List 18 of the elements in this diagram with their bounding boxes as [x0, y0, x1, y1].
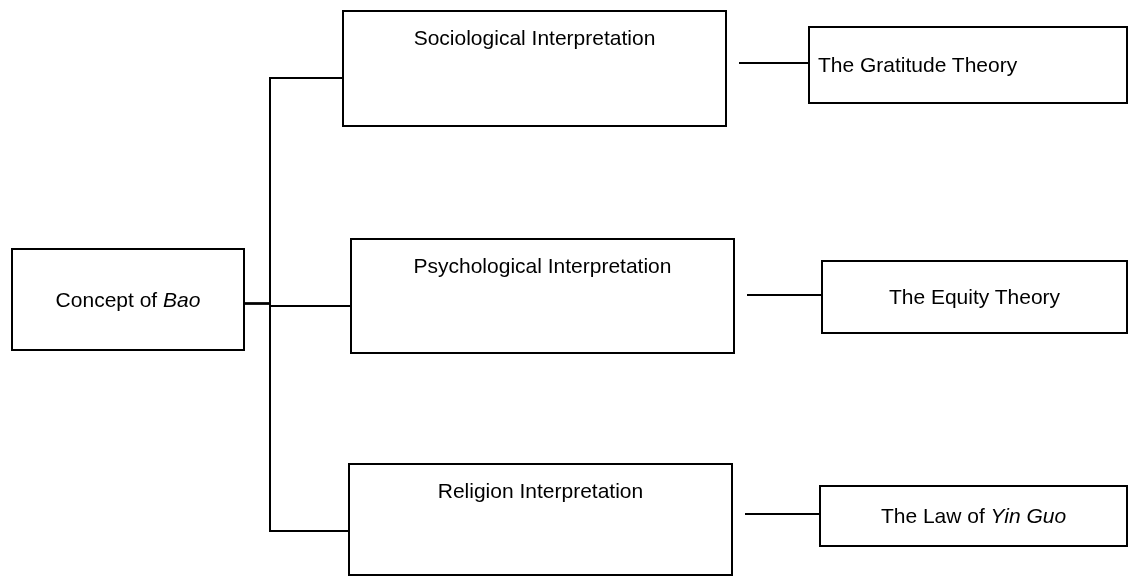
box-label: The Equity Theory	[888, 284, 1061, 311]
box-label: Sociological Interpretation	[413, 25, 656, 51]
concept-box	[11, 248, 245, 351]
concept-box	[342, 10, 727, 127]
concept-box	[821, 260, 1128, 334]
connector-line	[738, 62, 809, 64]
box-label: The Gratitude Theory	[818, 52, 1018, 79]
connector-line	[744, 513, 820, 515]
concept-box	[348, 463, 733, 576]
box-label: Psychological Interpretation	[413, 253, 672, 279]
box-label: The Law of Yin Guo	[880, 503, 1067, 530]
box-label: Religion Interpretation	[437, 478, 644, 504]
connector-line	[746, 294, 822, 296]
concept-box	[819, 485, 1128, 547]
concept-box	[350, 238, 735, 354]
box-label: Concept of Bao	[55, 286, 201, 313]
connector-line	[244, 302, 349, 532]
concept-box	[808, 26, 1128, 104]
